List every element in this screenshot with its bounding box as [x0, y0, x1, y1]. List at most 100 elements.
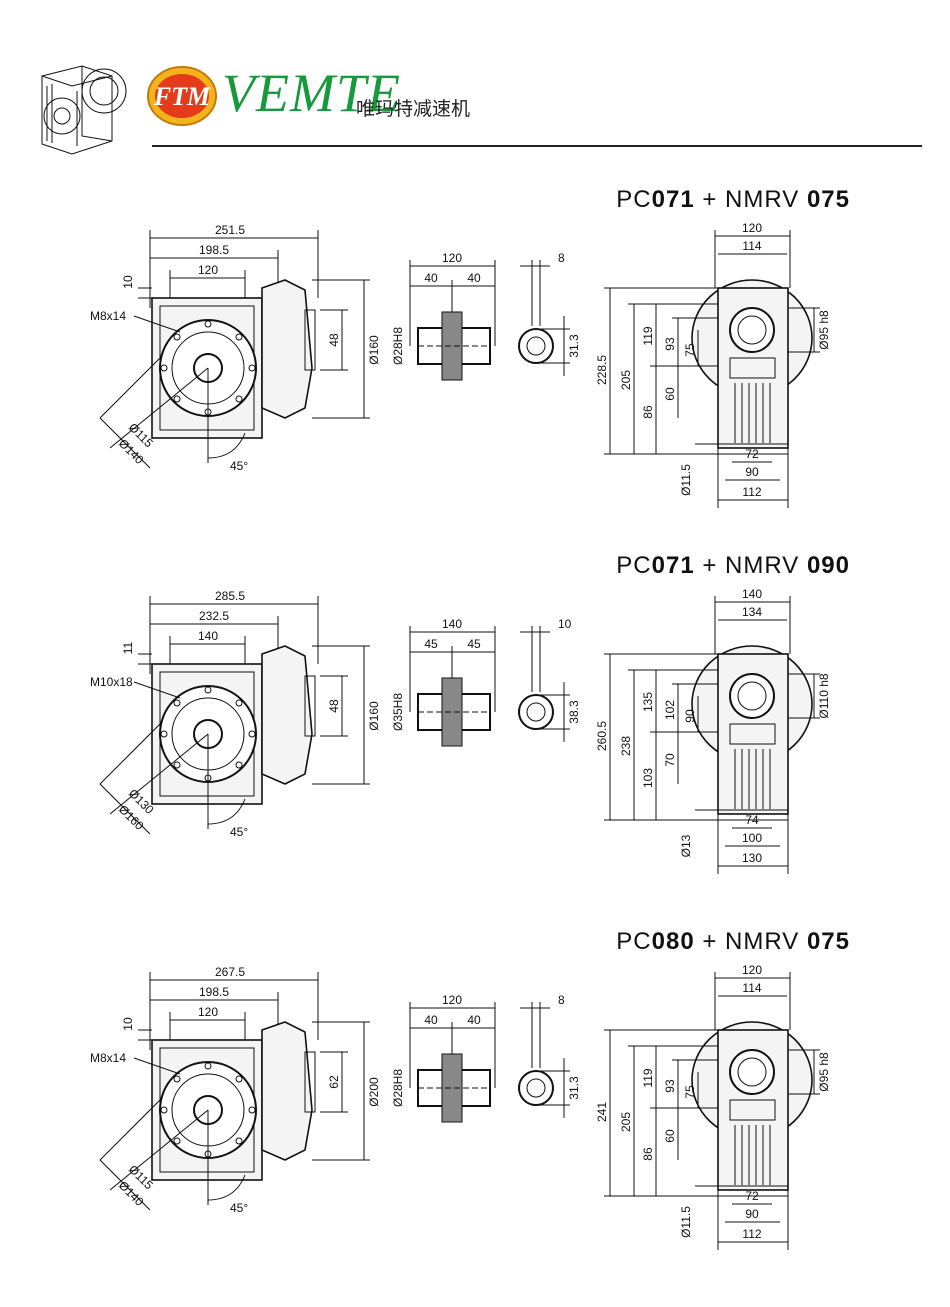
dim-base-width: 140: [198, 629, 218, 643]
keyway-drawing: 8 31.3: [518, 251, 581, 376]
dim-bottom-outer: 130: [742, 851, 762, 865]
drawing-section-1: PC071 + NMRV 075 251.5 198.5 120 10 48: [0, 186, 950, 546]
dim-top-inner: 114: [742, 239, 761, 253]
dim-mid-width: 232.5: [199, 609, 229, 623]
dim-h-body: 205: [619, 1112, 633, 1132]
brand-logo: FTM: [147, 66, 217, 126]
dim-flange-d: Ø160: [367, 701, 381, 731]
dim-top-offset: 10: [121, 1017, 135, 1031]
dim-h-small: 75: [683, 343, 697, 357]
dim-h-lower: 86: [641, 405, 655, 419]
dim-h-body: 205: [619, 370, 633, 390]
dim-top-offset: 11: [121, 641, 135, 654]
dim-key-height: 31.3: [567, 1076, 581, 1100]
dim-bottom-inner: 72: [745, 447, 759, 461]
dim-key-width: 10: [558, 617, 572, 631]
dim-shaft-right: 40: [467, 1013, 481, 1027]
dim-angle: 45°: [230, 825, 248, 839]
dim-key-width: 8: [558, 993, 565, 1007]
drawing-section-3: PC080 + NMRV 075 267.5 198.5 120 10 62: [0, 928, 950, 1288]
dim-base-width: 120: [198, 263, 218, 277]
side-view-drawing: 267.5 198.5 120 10 62 Ø200 M8x14: [90, 965, 381, 1215]
gearbox-thumbnail: [41, 65, 127, 155]
hollow-shaft-drawing: 140 45 45 Ø35H8: [391, 617, 496, 747]
dim-h-base: 60: [663, 387, 677, 401]
dim-shaft-total: 120: [442, 993, 462, 1007]
dim-shaft-bore: Ø35H8: [391, 693, 405, 731]
dim-hole: Ø13: [679, 834, 693, 857]
dim-hole: Ø11.5: [679, 464, 693, 496]
dim-bottom-mid: 90: [745, 1207, 759, 1221]
dim-h-total: 228.5: [595, 355, 609, 385]
brand-name: VEMTE: [222, 63, 401, 123]
dim-top-offset: 10: [121, 275, 135, 289]
logo-letters: FTM: [153, 82, 211, 111]
dim-shaft-bore: Ø28H8: [391, 327, 405, 365]
dim-bottom-inner: 72: [745, 1189, 759, 1203]
dim-bottom-outer: 112: [742, 1227, 761, 1241]
dim-shaft-bore: Ø28H8: [391, 1069, 405, 1107]
dim-flange-h: 48: [327, 333, 341, 347]
dim-mid-width: 198.5: [199, 243, 229, 257]
dim-total-width: 267.5: [215, 965, 245, 979]
dim-flange-h: 62: [327, 1075, 341, 1089]
dim-base-width: 120: [198, 1005, 218, 1019]
dim-bottom-mid: 100: [742, 831, 762, 845]
side-view-drawing: 251.5 198.5 120 10 48 Ø160 M8x14: [90, 223, 381, 473]
dim-h-total: 260.5: [595, 721, 609, 751]
dim-angle: 45°: [230, 459, 248, 473]
dim-top-outer: 120: [742, 963, 762, 977]
model-title: PC071 + NMRV 090: [616, 552, 850, 579]
dim-shaft-right: 45: [467, 637, 481, 651]
front-view-drawing: 140 134 260.5 238 135 102 90 103: [595, 587, 831, 874]
dim-bottom-inner: 74: [745, 813, 759, 827]
dim-shaft-right: 40: [467, 271, 481, 285]
brand-chinese-name: 唯玛特减速机: [356, 98, 471, 120]
dim-h-mid: 93: [663, 1079, 677, 1093]
dim-h-upper: 119: [641, 326, 655, 345]
dim-shaft-total: 120: [442, 251, 462, 265]
dim-top-outer: 140: [742, 587, 762, 601]
dim-mid-width: 198.5: [199, 985, 229, 999]
hollow-shaft-drawing: 120 40 40 Ø28H8: [391, 251, 496, 381]
dim-h-lower: 103: [641, 768, 655, 788]
dim-key-width: 8: [558, 251, 565, 265]
dim-shaft-left: 45: [424, 637, 438, 651]
dim-h-small: 90: [683, 709, 697, 723]
page-header: FTM VEMTE 唯玛特减速机: [0, 0, 950, 160]
dim-h-mid: 102: [663, 700, 677, 720]
dim-thread: M8x14: [90, 1051, 126, 1065]
dim-thread: M8x14: [90, 309, 126, 323]
dim-shaft-left: 40: [424, 1013, 438, 1027]
dim-shaft-d: Ø110 h8: [817, 673, 831, 718]
hollow-shaft-drawing: 120 40 40 Ø28H8: [391, 993, 496, 1123]
dim-flange-d: Ø200: [367, 1077, 381, 1107]
dim-shaft-d: Ø95 h8: [817, 1052, 831, 1092]
dim-total-width: 285.5: [215, 589, 245, 603]
dim-h-base: 70: [663, 753, 677, 767]
header-divider: [152, 145, 922, 147]
dim-total-width: 251.5: [215, 223, 245, 237]
keyway-drawing: 8 31.3: [518, 993, 581, 1118]
dim-thread: M10x18: [90, 675, 133, 689]
dim-h-total: 241: [595, 1102, 609, 1122]
dim-h-upper: 135: [641, 692, 655, 712]
dim-h-body: 238: [619, 736, 633, 756]
dim-key-height: 38.3: [567, 700, 581, 724]
dim-hole: Ø11.5: [679, 1206, 693, 1238]
dim-angle: 45°: [230, 1201, 248, 1215]
dim-shaft-total: 140: [442, 617, 462, 631]
dim-h-small: 75: [683, 1085, 697, 1099]
dim-bottom-outer: 112: [742, 485, 761, 499]
keyway-drawing: 10 38.3: [518, 617, 581, 742]
dim-top-outer: 120: [742, 221, 762, 235]
dim-h-base: 60: [663, 1129, 677, 1143]
dim-flange-h: 48: [327, 699, 341, 713]
dim-key-height: 31.3: [567, 334, 581, 358]
side-view-drawing: 285.5 232.5 140 11 48 Ø160 M10x18: [90, 589, 381, 839]
front-view-drawing: 120 114 241 205 119 93 75 86 60: [595, 963, 831, 1250]
dim-h-lower: 86: [641, 1147, 655, 1161]
dim-flange-d: Ø160: [367, 335, 381, 365]
dim-bottom-mid: 90: [745, 465, 759, 479]
dim-top-inner: 114: [742, 981, 761, 995]
